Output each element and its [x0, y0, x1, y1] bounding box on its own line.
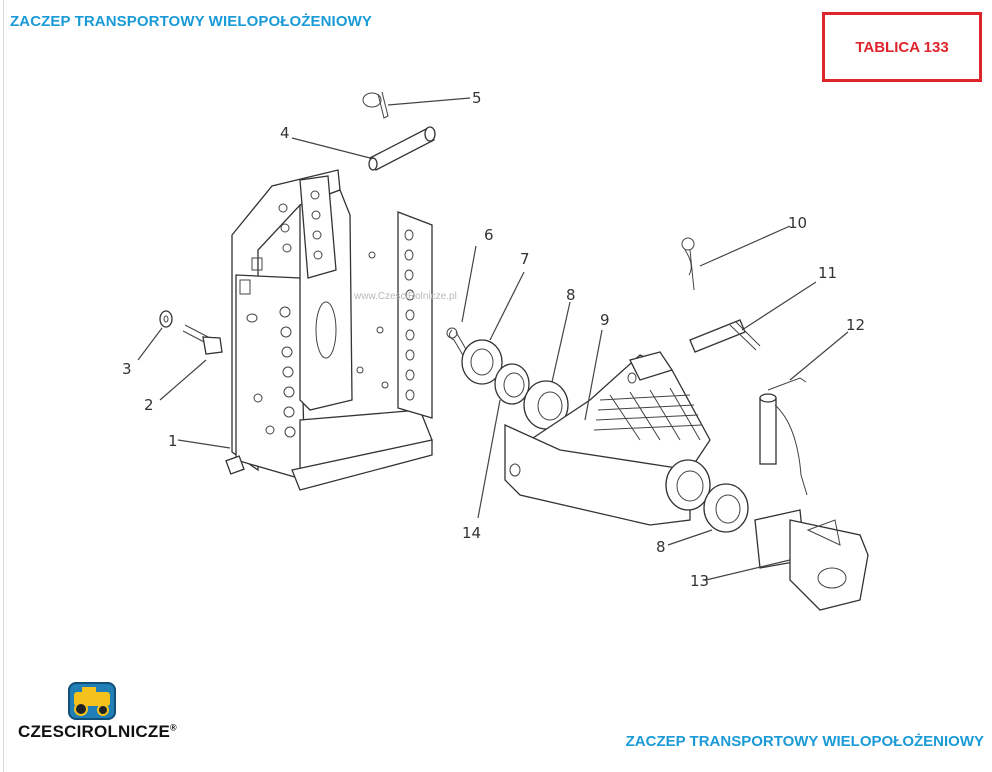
part-3-washer — [159, 310, 173, 328]
callout-11: 11 — [818, 264, 837, 282]
footer-title: ZACZEP TRANSPORTOWY WIELOPOŁOŻENIOWY — [625, 733, 984, 750]
callout-7: 7 — [520, 250, 530, 268]
brand-name-b: Rolnicze — [81, 722, 171, 741]
callout-2: 2 — [144, 396, 154, 414]
part-8-bushing-upper — [523, 380, 569, 430]
registered-mark: ® — [170, 722, 177, 733]
callout-6: 6 — [484, 226, 494, 244]
part-14-washer — [494, 363, 530, 405]
callout-9: 9 — [600, 311, 610, 329]
brand-name-a: Czesci — [18, 722, 82, 741]
callout-3: 3 — [122, 360, 132, 378]
part-7-nut — [461, 339, 503, 385]
part-10-r-clip — [681, 237, 695, 291]
part-4-pin — [368, 126, 436, 171]
callout-12: 12 — [846, 316, 865, 334]
callout-8a: 8 — [566, 286, 576, 304]
callout-14: 14 — [462, 524, 481, 542]
callout-8b: 8 — [656, 538, 666, 556]
callout-numbers: 1 2 3 4 5 6 7 8 9 10 11 12 13 14 8 — [122, 89, 865, 590]
part-11-pin — [689, 319, 761, 353]
leader-lines — [137, 97, 849, 581]
brand-logo: CzesciRolnicze® — [18, 682, 178, 752]
plate-number-label: TABLICA 133 — [855, 38, 949, 56]
callout-10: 10 — [788, 214, 807, 232]
page-title: ZACZEP TRANSPORTOWY WIELOPOŁOŻENIOWY — [10, 13, 372, 30]
callout-13: 13 — [690, 572, 709, 590]
left-margin-rule — [3, 0, 4, 772]
callout-1: 1 — [168, 432, 178, 450]
plate-number-box: TABLICA 133 — [822, 12, 982, 82]
brand-wordmark: CzesciRolnicze® — [18, 722, 177, 742]
watermark: www.CzesciRolnicze.pl — [354, 291, 457, 302]
part-5-clip — [362, 91, 389, 119]
part-8-bushing-lower — [703, 483, 749, 533]
callout-4: 4 — [280, 124, 290, 142]
part-1-frame — [225, 169, 433, 491]
part-2-bolt — [182, 324, 223, 355]
part-12-chain-pin — [759, 377, 808, 496]
callout-5: 5 — [472, 89, 482, 107]
tractor-icon — [68, 682, 116, 720]
part-13-hitch-eye — [754, 509, 869, 611]
part-9-body — [504, 351, 711, 526]
